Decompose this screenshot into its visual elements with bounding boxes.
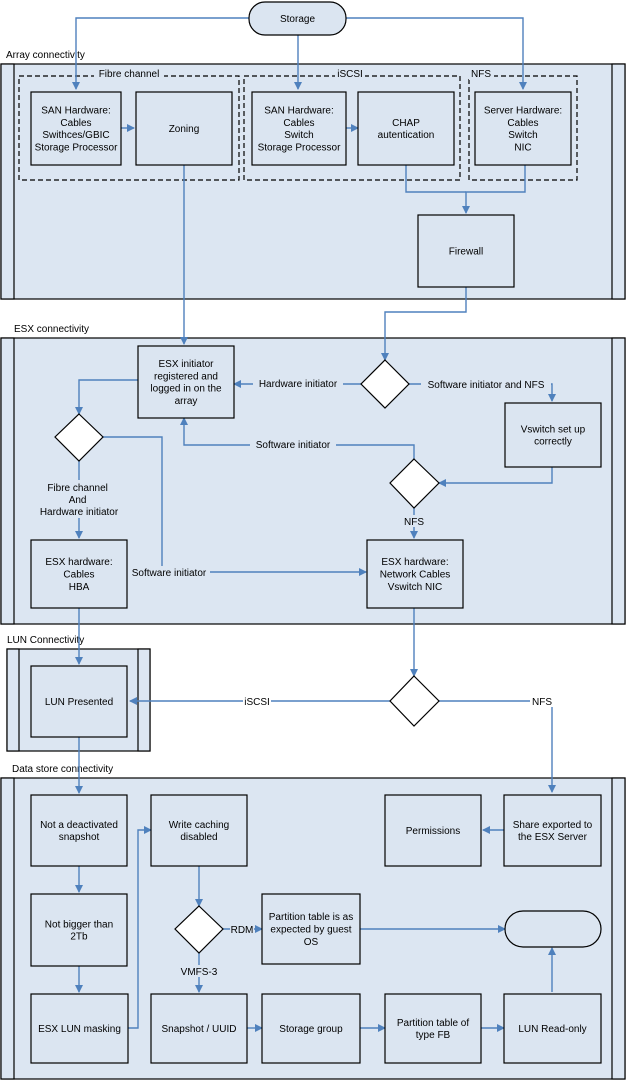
node-firewall-label: Firewall [449, 247, 483, 258]
node-not-bigger [30, 893, 128, 967]
edge-software-initiator-2 [103, 436, 367, 576]
node-permissions-label: Permissions [406, 826, 460, 837]
node-snapshot-uuid [150, 993, 248, 1064]
decision-initiator-type [360, 359, 410, 409]
node-zoning-label: Zoning [169, 124, 200, 135]
decision-rdm-vmfs [174, 905, 224, 954]
section-title-lun: LUN Connectivity [7, 635, 84, 646]
decision-iscsi-nfs [389, 675, 440, 727]
group-nfs [468, 75, 578, 181]
node-zoning [135, 91, 233, 166]
node-esx-hw-hba [30, 539, 128, 609]
node-permissions [384, 794, 482, 867]
edge-storage-san-fc [72, 17, 249, 90]
decision-nfs [389, 458, 440, 509]
edge-label-nfs-1: NFS [404, 517, 424, 528]
node-not-deactivated [30, 794, 128, 867]
node-lun-readonly [503, 993, 602, 1064]
node-partition-fb [384, 993, 482, 1064]
edge-label-vmfs3: VMFS-3 [181, 967, 218, 978]
node-write-caching [150, 794, 248, 867]
node-partition-expected [261, 893, 361, 965]
edge-label-iscsi: iSCSI [244, 697, 270, 708]
section-title-array: Array connectivity [6, 50, 85, 61]
section-title-esx: ESX connectivity [14, 324, 89, 335]
node-lun-presented-label: LUN Presented [45, 697, 113, 708]
node-storage-group [261, 993, 361, 1064]
edge-label-software-initiator-2: Software initiator [132, 568, 207, 579]
node-lun-presented [30, 665, 128, 738]
edge-server-firewall [462, 165, 526, 214]
node-san-iscsi [251, 91, 347, 166]
node-lun-readonly-label: LUN Read-only [518, 1024, 586, 1035]
edge-label-software-nfs: Software initiator and NFS [428, 380, 545, 391]
edge-label-software-initiator-1: Software initiator [256, 440, 331, 451]
edge-label-nfs-2: NFS [532, 697, 552, 708]
node-esx-initiator [137, 345, 235, 419]
section-title-datastore: Data store connectivity [12, 764, 113, 775]
edge-vswitch-decision2 [438, 467, 553, 487]
node-server-hw [474, 91, 572, 166]
node-esx-lun-masking [30, 993, 129, 1064]
node-esx-lun-masking-label: ESX LUN masking [38, 1024, 121, 1035]
edge-masking-writecaching [128, 826, 152, 1029]
group-label-fibre-channel: Fibre channel [99, 69, 160, 80]
edge-label-hardware-initiator: Hardware initiator [259, 379, 338, 390]
group-fibre-channel [18, 75, 240, 181]
node-chap [357, 91, 455, 166]
decision-fibre-channel [54, 413, 104, 462]
node-storage [248, 1, 347, 36]
group-label-iscsi: iSCSI [337, 69, 363, 80]
edge-initiator-decision3 [75, 379, 138, 415]
edge-label-rdm: RDM [231, 925, 254, 936]
node-vswitch [504, 402, 602, 468]
edge-chap-firewall [405, 165, 466, 193]
node-firewall [417, 214, 515, 288]
group-label-nfs: NFS [471, 69, 491, 80]
node-esx-hw-net [366, 539, 464, 609]
node-end-terminal [504, 910, 602, 948]
node-storage-label: Storage [280, 14, 315, 25]
edge-storage-server-hw [346, 17, 527, 90]
node-san-fc [30, 91, 122, 166]
node-storage-group-label: Storage group [279, 1024, 343, 1035]
node-share-exported [503, 794, 602, 867]
edge-firewall-decision1 [381, 287, 467, 361]
edge-labels: Hardware initiator Software initiator an… [35, 377, 554, 978]
edge-label-fc-and-hw: Fibre channel And Hardware initiator [40, 483, 119, 518]
node-snapshot-uuid-label: Snapshot / UUID [161, 1024, 236, 1035]
